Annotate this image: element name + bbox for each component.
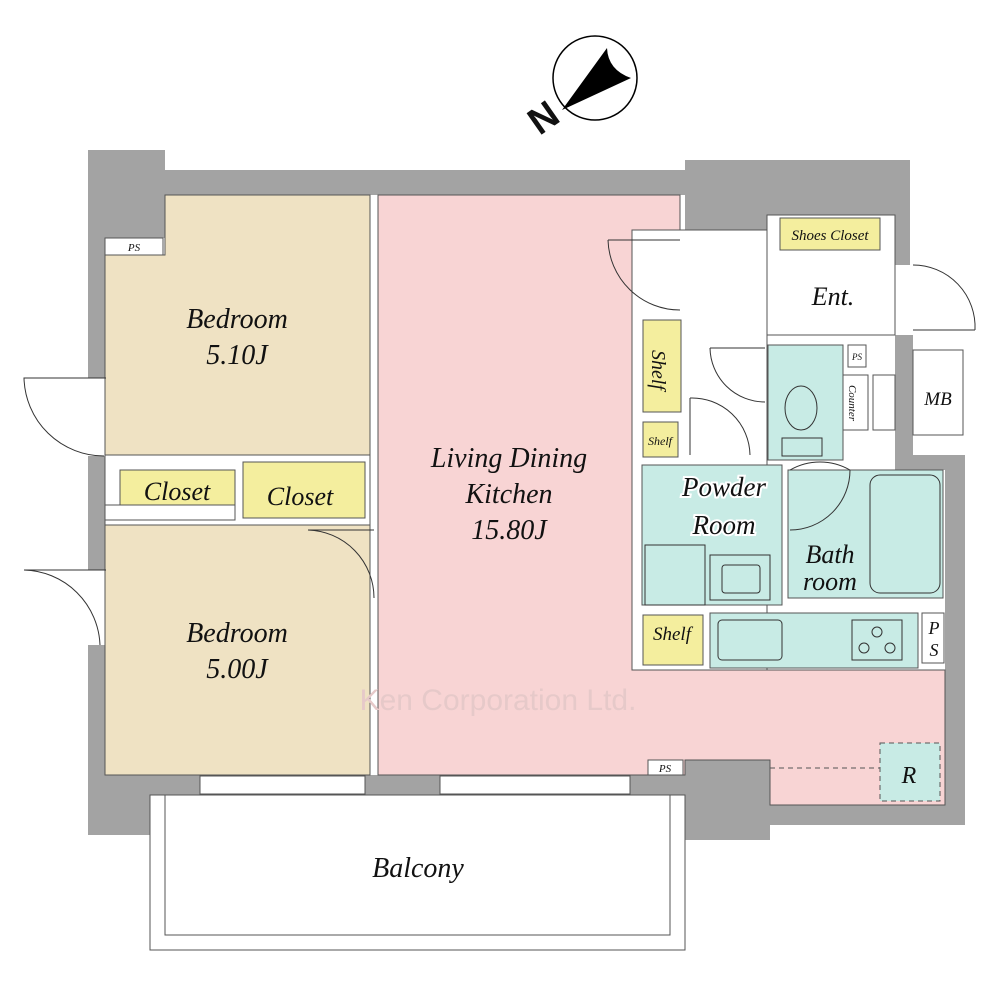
bedroom-1-size: 5.10J [206, 340, 269, 371]
shelf-kitchen-label: Shelf [653, 624, 694, 645]
watermark: Ken Corporation Ltd. [360, 684, 637, 717]
shelf-upper-label: Shelf [647, 350, 669, 392]
shelf-kitchen [642, 614, 704, 666]
ldk-label-line1: Living Dining [430, 443, 587, 474]
ps-kitchen-label-p: P [928, 618, 940, 638]
bathroom-label-line2: room [803, 567, 857, 596]
bedroom-2-label: Bedroom [186, 618, 288, 649]
shoes-closet-label: Shoes Closet [791, 228, 869, 244]
ldk-size: 15.80J [471, 515, 548, 546]
bedroom-2-size: 5.00J [206, 654, 269, 685]
closet-2-label: Closet [267, 482, 334, 511]
balcony-label: Balcony [372, 853, 464, 884]
bedroom-2 [104, 524, 371, 776]
north-compass-icon: N [521, 35, 638, 143]
ps-bottom-label: PS [658, 763, 672, 775]
bathroom-label-line1: Bath [805, 540, 854, 569]
ldk-label-line2: Kitchen [464, 479, 552, 510]
shoes-closet [779, 217, 881, 251]
balcony [149, 775, 686, 951]
door-swings [23, 239, 976, 646]
closet-2 [242, 461, 366, 519]
ps-kitchen-label-s: S [930, 640, 939, 660]
bedroom-1-label: Bedroom [186, 304, 288, 335]
ps-top-left-label: PS [127, 242, 141, 254]
refrigerator-space [879, 742, 941, 802]
shelf-small [642, 421, 679, 458]
mb-label: MB [923, 389, 952, 410]
shelf-upper [642, 319, 682, 413]
powder-room-label-line1: Powder [681, 472, 766, 502]
powder-room-label-line2: Room [692, 510, 756, 540]
entrance-label: Ent. [811, 282, 855, 311]
r-label: R [901, 763, 917, 789]
closet-1-label: Closet [144, 477, 211, 506]
shelf-small-label: Shelf [648, 434, 674, 448]
counter-label: Counter [846, 385, 858, 422]
closet-1 [119, 469, 236, 506]
ps-top-left-box [104, 237, 164, 256]
ps-toilet-label: PS [851, 352, 862, 362]
